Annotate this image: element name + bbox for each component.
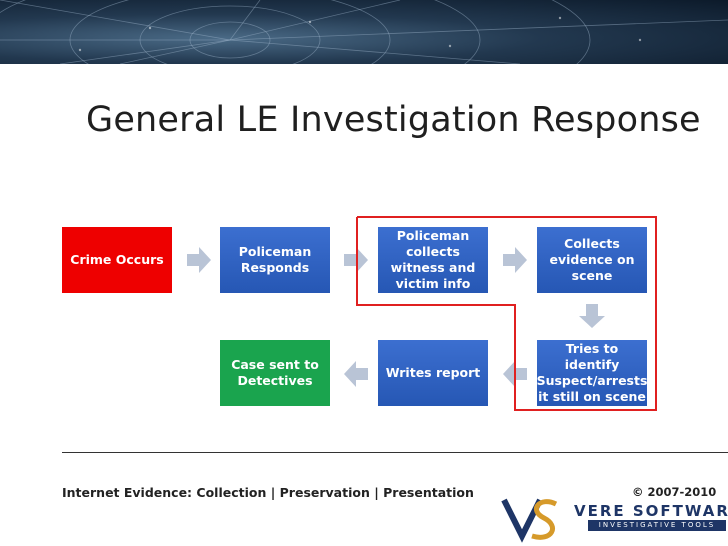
- policeman-responds-label: Policeman Responds: [238, 244, 312, 275]
- arrow-left-icon: [344, 361, 368, 387]
- logo-text: VERE SOFTWARE: [574, 502, 728, 520]
- copyright-text: © 2007-2010: [632, 485, 717, 499]
- arrow-right-icon: [503, 247, 527, 273]
- slide-title: General LE Investigation Response: [86, 100, 701, 140]
- vere-software-logo: [501, 498, 558, 543]
- crime-occurs-label: Crime Occurs: [70, 252, 164, 267]
- case-sent-label: Case sent to Detectives: [231, 357, 319, 388]
- case-sent-box: Case sent to Detectives: [220, 340, 330, 406]
- header-banner: [0, 0, 728, 64]
- footer-divider: [62, 452, 728, 453]
- spider-web-image: [0, 0, 728, 64]
- logo-subtext: INVESTIGATIVE TOOLS: [588, 520, 726, 531]
- writes-report-label: Writes report: [385, 365, 481, 380]
- collects-witness-label: Policeman collects witness and victim in…: [390, 228, 476, 291]
- footer-tagline: Internet Evidence: Collection | Preserva…: [62, 485, 474, 500]
- arrow-right-icon: [187, 247, 211, 273]
- crime-occurs-box: Crime Occurs: [62, 227, 172, 293]
- arrow-down-icon: [579, 304, 605, 328]
- tries-to-identify-box: Tries to identify Suspect/arrests it sti…: [537, 340, 647, 406]
- policeman-responds-box: Policeman Responds: [220, 227, 330, 293]
- tries-to-identify-label: Tries to identify Suspect/arrests it sti…: [536, 341, 648, 404]
- collects-witness-box: Policeman collects witness and victim in…: [378, 227, 488, 293]
- writes-report-box: Writes report: [378, 340, 488, 406]
- collects-evidence-box: Collects evidence on scene: [537, 227, 647, 293]
- collects-evidence-label: Collects evidence on scene: [549, 236, 635, 283]
